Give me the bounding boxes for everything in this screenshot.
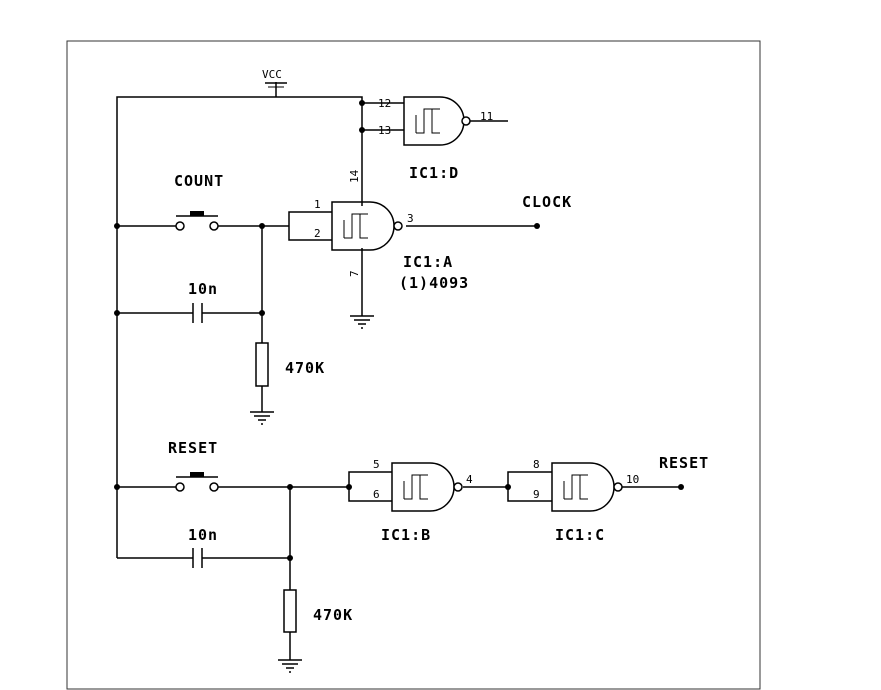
pin-number: 10 — [626, 473, 639, 486]
junction-dot — [259, 223, 265, 229]
ground-symbol — [278, 659, 302, 673]
capacitor-top — [192, 303, 203, 323]
resistor-bottom — [283, 589, 297, 633]
pin-number: 2 — [314, 227, 321, 240]
clock-terminal — [534, 223, 540, 229]
gate-a-label: IC1:A — [403, 253, 453, 271]
wires — [116, 96, 681, 660]
vcc-label: VCC — [262, 68, 282, 81]
pin-number: 6 — [373, 488, 380, 501]
pin-number: 3 — [407, 212, 414, 225]
nand-gate-ic1-b — [391, 462, 463, 512]
pin-number: 5 — [373, 458, 380, 471]
pin-number: 7 — [348, 270, 361, 277]
reset-output-label: RESET — [659, 454, 709, 472]
count-pushbutton — [175, 211, 219, 231]
diagram-frame — [66, 40, 761, 690]
pin-number: 11 — [480, 110, 493, 123]
resistor-bottom-label: 470K — [313, 606, 353, 624]
junction-dot — [346, 484, 352, 490]
resistor-top — [255, 342, 269, 387]
gate-b-label: IC1:B — [381, 526, 431, 544]
junction-dot — [287, 484, 293, 490]
capacitor-bottom — [192, 548, 203, 568]
vcc-symbol — [265, 82, 287, 97]
pin-number: 14 — [348, 169, 361, 183]
capacitor-top-label: 10n — [188, 280, 218, 298]
junction-dots — [114, 100, 684, 561]
pin-number: 9 — [533, 488, 540, 501]
gate-c-label: IC1:C — [555, 526, 605, 544]
pin-number: 1 — [314, 198, 321, 211]
junction-dot — [359, 100, 365, 106]
junction-dot — [259, 310, 265, 316]
count-label: COUNT — [174, 172, 224, 190]
junction-dot — [114, 310, 120, 316]
gate-a-part-label: (1)4093 — [399, 274, 469, 292]
nand-gate-ic1-c — [551, 462, 623, 512]
junction-dot — [287, 555, 293, 561]
nand-gate-ic1-d — [403, 96, 471, 146]
pin-number: 13 — [378, 124, 391, 137]
ground-symbol — [350, 315, 374, 329]
junction-dot — [114, 484, 120, 490]
gate-d-label: IC1:D — [409, 164, 459, 182]
resistor-top-label: 470K — [285, 359, 325, 377]
reset-terminal — [678, 484, 684, 490]
pin-number: 12 — [378, 97, 391, 110]
pin-number: 8 — [533, 458, 540, 471]
junction-dot — [114, 223, 120, 229]
capacitor-bottom-label: 10n — [188, 526, 218, 544]
junction-dot — [505, 484, 511, 490]
reset-pushbutton — [175, 472, 219, 492]
pin-number: 4 — [466, 473, 473, 486]
reset-switch-label: RESET — [168, 439, 218, 457]
junction-dot — [359, 127, 365, 133]
nand-gate-ic1-a — [331, 201, 403, 251]
clock-label: CLOCK — [522, 193, 572, 211]
ground-symbol — [250, 411, 274, 425]
